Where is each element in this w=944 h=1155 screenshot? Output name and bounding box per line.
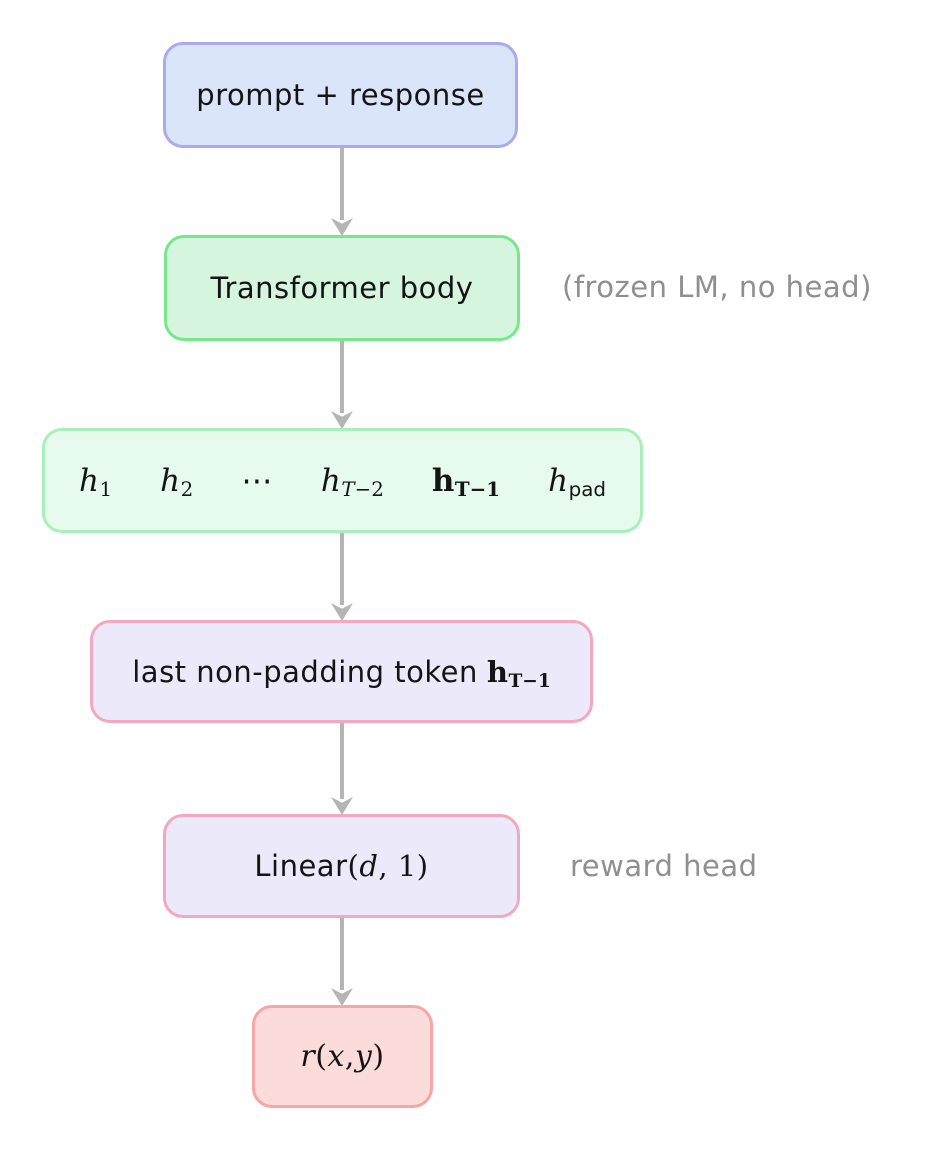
reward-comma: , (344, 1039, 355, 1074)
reward-arg-y: y (354, 1039, 373, 1074)
node-linear-head: Linear(d, 1) (163, 814, 520, 918)
node-transformer-body-label: Transformer body (210, 271, 474, 305)
reward-close-paren: ) (372, 1039, 385, 1074)
note-frozen-lm: (frozen LM, no head) (562, 270, 872, 304)
arrow-transformer-to-hidden (340, 341, 344, 413)
node-last-token-prefix: last non-padding token (132, 654, 478, 689)
arrow-lasttoken-to-linear (340, 723, 344, 799)
node-prompt-response-label: prompt + response (196, 78, 485, 112)
node-reward-output: r(x, y) (252, 1005, 433, 1108)
linear-arg-d: d (359, 849, 379, 883)
reward-open-paren: ( (315, 1039, 328, 1074)
node-prompt-response: prompt + response (163, 42, 518, 148)
hidden-token-dots: ⋯ (241, 462, 273, 499)
arrow-hidden-to-lasttoken (340, 533, 344, 605)
arrow-linear-to-reward (340, 918, 344, 990)
arrow-input-to-transformer (340, 148, 344, 220)
linear-fn-label: Linear (254, 849, 348, 883)
node-transformer-body: Transformer body (164, 235, 520, 341)
linear-close-paren: , 1) (378, 849, 429, 883)
linear-open-paren: ( (347, 849, 360, 883)
note-reward-head: reward head (570, 849, 758, 883)
reward-arg-x: x (327, 1039, 345, 1074)
reward-fn-r: r (300, 1039, 316, 1074)
